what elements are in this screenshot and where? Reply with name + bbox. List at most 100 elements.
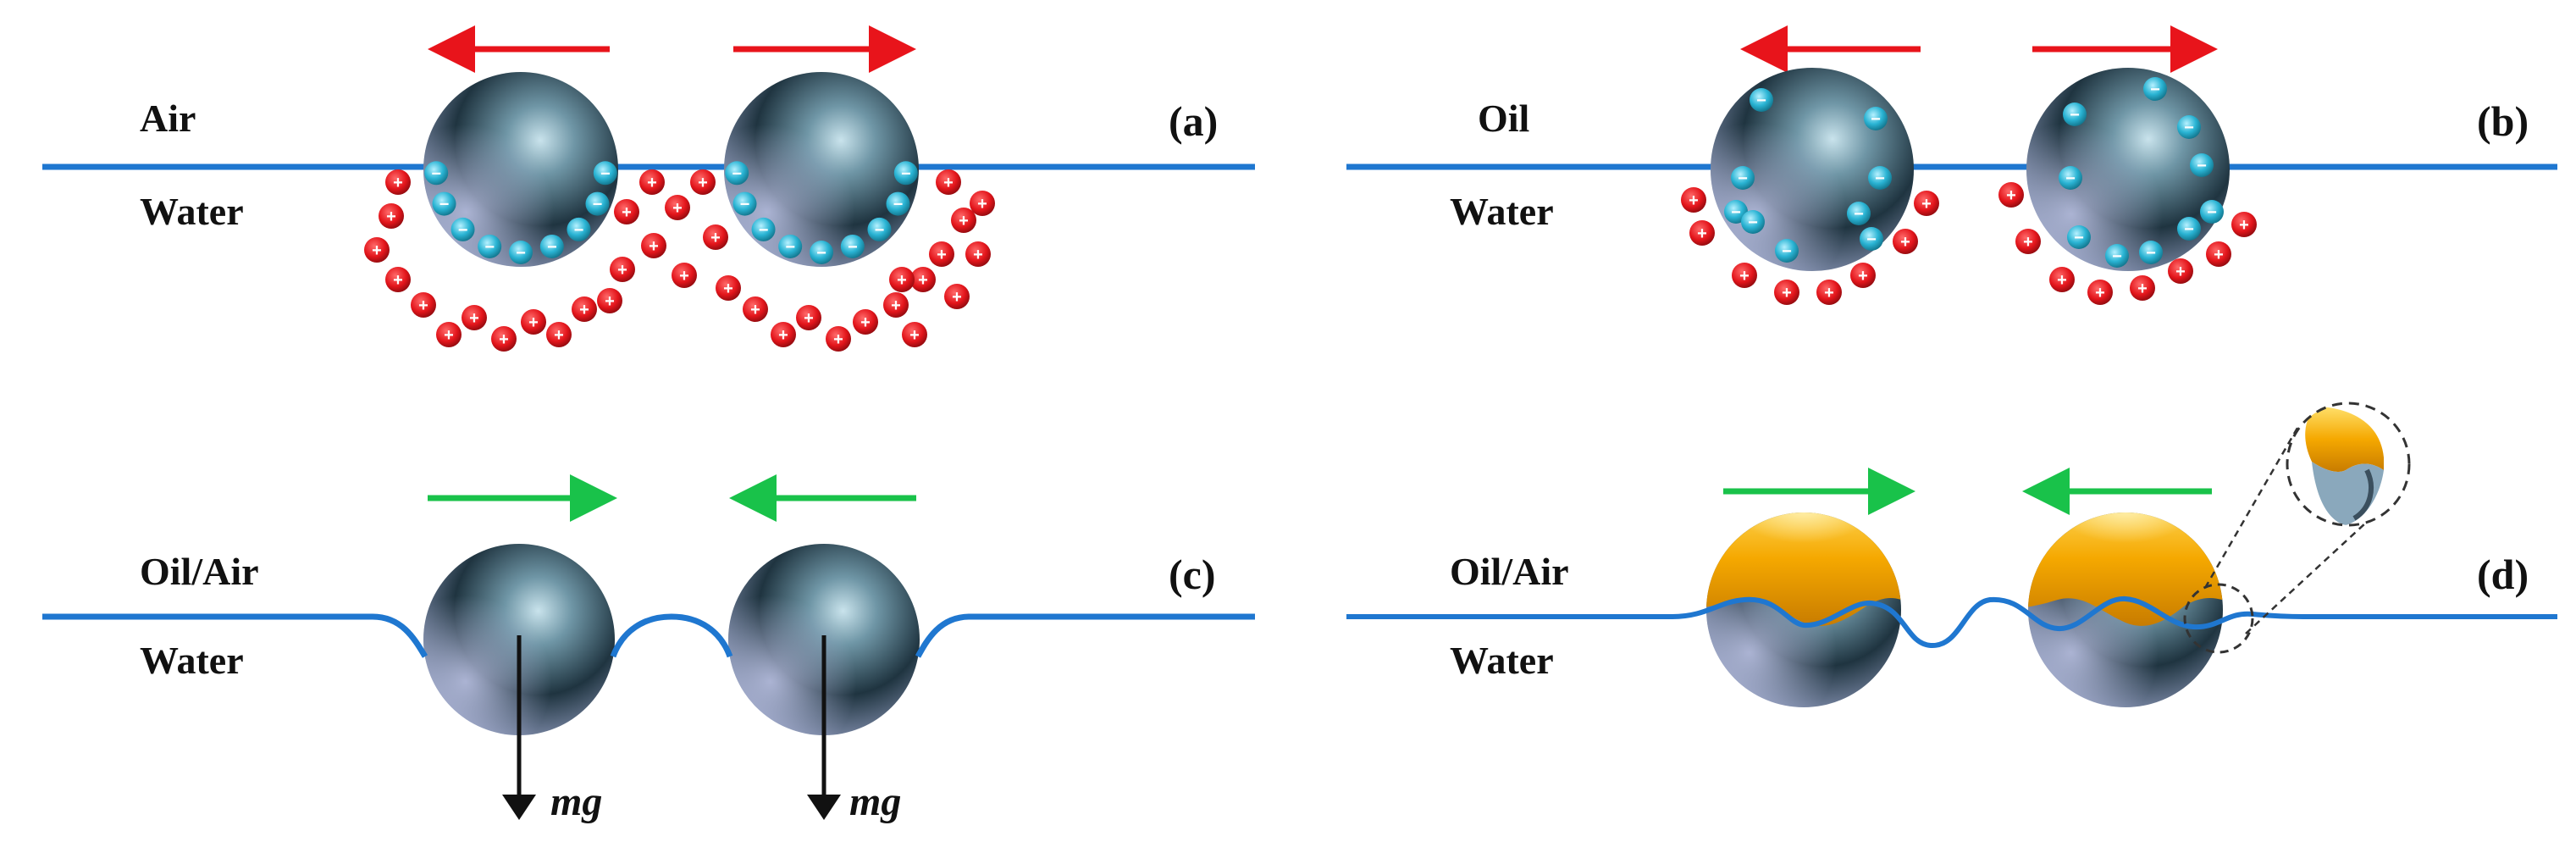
svg-text:+: + bbox=[679, 267, 689, 285]
negative-ion: − bbox=[2067, 225, 2091, 249]
svg-text:−: − bbox=[574, 221, 584, 240]
positive-ion: + bbox=[826, 326, 851, 352]
panel-a-upper-phase-label: Air bbox=[140, 97, 196, 140]
svg-text:−: − bbox=[2112, 247, 2122, 266]
svg-text:+: + bbox=[977, 195, 987, 213]
svg-text:−: − bbox=[516, 244, 526, 263]
negative-ion: − bbox=[539, 234, 564, 258]
svg-text:−: − bbox=[740, 196, 750, 214]
positive-ion: + bbox=[2087, 280, 2113, 305]
negative-ion: − bbox=[1864, 107, 1888, 130]
negative-ion: − bbox=[1847, 202, 1871, 225]
negative-ion: − bbox=[1868, 166, 1892, 190]
positive-ion: + bbox=[1681, 187, 1706, 213]
positive-ion: + bbox=[379, 203, 404, 229]
svg-text:+: + bbox=[2137, 280, 2148, 298]
panel-b-upper-phase-label: Oil bbox=[1478, 97, 1529, 140]
svg-text:+: + bbox=[528, 313, 539, 332]
positive-ion: + bbox=[690, 169, 716, 195]
svg-text:−: − bbox=[1854, 205, 1864, 224]
negative-ion: − bbox=[1750, 88, 1773, 112]
svg-text:+: + bbox=[1858, 267, 1868, 285]
svg-text:+: + bbox=[418, 296, 428, 315]
positive-ion: + bbox=[1914, 191, 1939, 216]
svg-text:+: + bbox=[1697, 224, 1707, 243]
panel-c-tag: (c) bbox=[1169, 551, 1216, 598]
svg-text:+: + bbox=[2057, 271, 2067, 290]
positive-ion: + bbox=[610, 257, 635, 282]
svg-text:−: − bbox=[547, 238, 557, 257]
positive-ion: + bbox=[1850, 263, 1876, 288]
svg-text:−: − bbox=[593, 196, 603, 214]
svg-text:−: − bbox=[458, 221, 468, 240]
svg-text:+: + bbox=[897, 271, 907, 290]
svg-text:−: − bbox=[893, 196, 904, 214]
svg-text:+: + bbox=[2214, 246, 2224, 264]
positive-ion: + bbox=[889, 267, 915, 292]
negative-ion: − bbox=[2105, 244, 2129, 268]
negative-ion: − bbox=[2063, 102, 2087, 126]
panel-c-gravity-label-left: mg bbox=[550, 779, 602, 824]
svg-text:+: + bbox=[937, 246, 947, 264]
negative-ion: − bbox=[732, 191, 757, 216]
positive-ion: + bbox=[2130, 275, 2155, 301]
svg-text:−: − bbox=[1871, 110, 1881, 129]
negative-ion: − bbox=[451, 217, 475, 241]
positive-ion: + bbox=[639, 169, 665, 195]
svg-text:+: + bbox=[469, 309, 479, 328]
negative-ion: − bbox=[2143, 77, 2167, 101]
negative-ion: − bbox=[2177, 115, 2201, 139]
negative-ion: − bbox=[424, 161, 449, 186]
negative-ion: − bbox=[778, 234, 803, 258]
panel-d-magnifier-leader-upper bbox=[2203, 423, 2302, 589]
svg-text:+: + bbox=[778, 326, 788, 345]
svg-text:−: − bbox=[1731, 203, 1741, 222]
negative-ion: − bbox=[509, 241, 533, 264]
svg-text:−: − bbox=[1782, 242, 1792, 261]
panel-a-particle-left bbox=[423, 72, 618, 267]
panel-d-lower-phase-label: Water bbox=[1450, 639, 1554, 682]
svg-text:+: + bbox=[499, 330, 509, 349]
svg-text:+: + bbox=[372, 241, 382, 260]
svg-text:−: − bbox=[848, 238, 858, 257]
svg-text:−: − bbox=[484, 238, 495, 257]
svg-text:−: − bbox=[2065, 169, 2076, 188]
svg-text:+: + bbox=[2175, 263, 2186, 281]
svg-text:−: − bbox=[439, 196, 450, 214]
svg-text:+: + bbox=[1824, 284, 1834, 302]
positive-ion: + bbox=[411, 292, 436, 318]
negative-ion: − bbox=[1860, 227, 1883, 251]
svg-text:−: − bbox=[901, 164, 911, 183]
svg-text:−: − bbox=[2074, 229, 2084, 247]
negative-ion: − bbox=[1741, 210, 1765, 234]
positive-ion: + bbox=[2015, 229, 2041, 254]
positive-ion: + bbox=[572, 296, 597, 322]
negative-ion: − bbox=[567, 217, 591, 241]
negative-ion: − bbox=[751, 217, 776, 241]
positive-ion: + bbox=[944, 284, 970, 309]
svg-text:−: − bbox=[1866, 230, 1877, 249]
panel-b-ion-cloud: −−−−−−−−−−−−−−−−−−−++++++++++++++++ bbox=[1681, 77, 2257, 305]
negative-ion: − bbox=[585, 191, 610, 216]
positive-ion: + bbox=[385, 267, 411, 292]
svg-text:−: − bbox=[1875, 169, 1885, 188]
panel-c-deformed-interface bbox=[42, 613, 1255, 658]
svg-text:−: − bbox=[816, 244, 826, 263]
svg-text:+: + bbox=[891, 296, 901, 315]
svg-text:−: − bbox=[2184, 220, 2194, 239]
positive-ion: + bbox=[2168, 258, 2193, 284]
svg-text:+: + bbox=[617, 261, 627, 280]
positive-ion: + bbox=[2206, 241, 2231, 267]
positive-ion: + bbox=[883, 292, 909, 318]
negative-ion: − bbox=[840, 234, 865, 258]
panel-d-magnifier bbox=[2183, 402, 2411, 654]
positive-ion: + bbox=[951, 208, 976, 233]
positive-ion: + bbox=[436, 322, 462, 347]
svg-text:+: + bbox=[2006, 186, 2016, 205]
positive-ion: + bbox=[462, 305, 487, 330]
svg-text:−: − bbox=[875, 221, 885, 240]
svg-text:−: − bbox=[2150, 80, 2160, 99]
svg-text:−: − bbox=[431, 164, 441, 183]
panel-d-inset-zoom bbox=[2305, 407, 2384, 525]
